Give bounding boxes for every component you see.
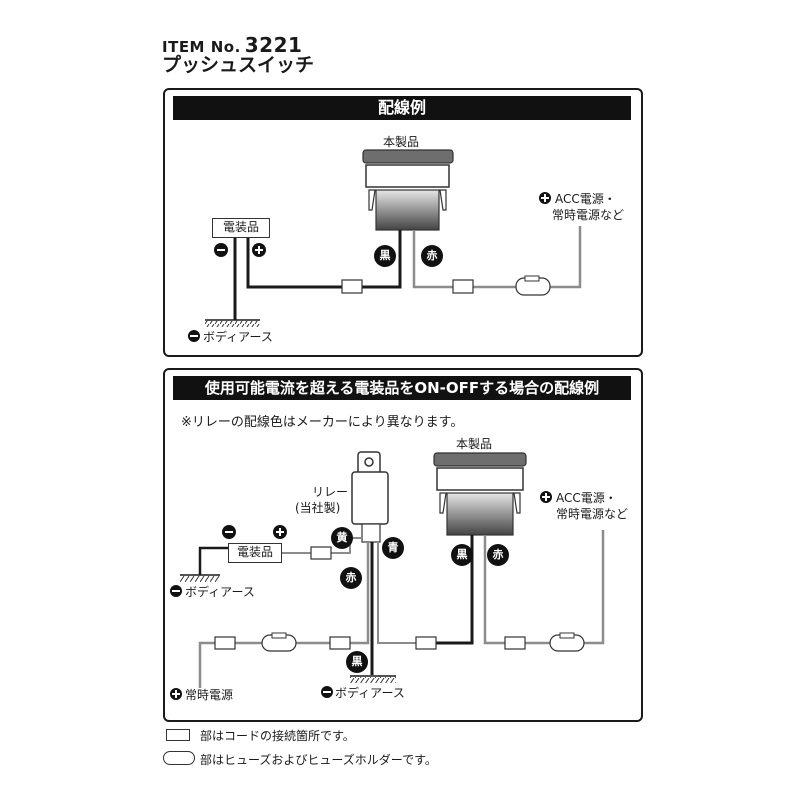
legend-fuse-text: 部はヒューズおよびヒューズホルダーです。 <box>200 753 437 767</box>
relay-maker-label: (当社製) <box>295 501 341 515</box>
legend-connector-text: 部はコードの接続箇所です。 <box>200 729 355 743</box>
constant-power-source-label: 常時電源 <box>185 688 234 702</box>
switch-product-label: 本製品 <box>456 437 493 451</box>
fuse-cap <box>271 632 287 639</box>
connector-marker <box>452 279 474 294</box>
wire-black-relay-label: 黒 <box>346 651 368 673</box>
constant-power-label: 常時電源など <box>556 507 629 521</box>
ground-symbol <box>180 574 220 582</box>
legend-fuse-symbol <box>163 751 195 765</box>
plus-icon <box>540 491 552 503</box>
minus-icon <box>321 686 333 698</box>
body-ground-label: ボディアース <box>335 686 405 700</box>
item-number: ITEM No.3221 <box>162 33 302 57</box>
wire-blue-label: 青 <box>382 537 404 559</box>
minus-icon <box>188 330 200 342</box>
ground-symbol <box>350 675 396 683</box>
plus-icon <box>273 525 287 539</box>
plus-icon <box>170 688 182 700</box>
electrical-equipment-box: 電装品 <box>228 543 282 563</box>
body-ground-label: ボディアース <box>203 330 273 344</box>
connector-marker <box>415 636 437 650</box>
electrical-equipment-box: 電装品 <box>212 218 270 238</box>
connector-marker <box>329 636 351 650</box>
item-number-value: 3221 <box>244 33 303 57</box>
fuse-cap <box>524 275 540 282</box>
wire-red-label: 赤 <box>421 245 443 267</box>
connector-marker <box>504 636 526 650</box>
relay-label: リレー <box>312 485 349 499</box>
fuse-cap <box>559 632 575 639</box>
switch-product-1 <box>362 149 454 231</box>
body-ground-label: ボディアース <box>185 585 255 599</box>
ground-symbol <box>205 319 260 327</box>
wire-red-relay-label: 赤 <box>340 567 362 589</box>
wire-yellow-label: 黄 <box>331 527 353 549</box>
plus-icon <box>539 192 551 204</box>
switch-product-2 <box>433 452 527 536</box>
relay <box>351 451 389 543</box>
wire-red-switch-label: 赤 <box>487 544 509 566</box>
wiring-example-banner: 配線例 <box>173 96 631 120</box>
acc-power-label: ACC電源・ <box>555 192 616 206</box>
legend-connector-symbol <box>166 729 190 741</box>
product-title: プッシュスイッチ <box>162 54 315 76</box>
switch-product-label: 本製品 <box>383 135 420 149</box>
minus-icon <box>222 525 236 539</box>
acc-power-label: ACC電源・ <box>556 491 617 505</box>
wire-black-switch-label: 黒 <box>451 544 473 566</box>
plus-icon <box>252 243 266 257</box>
connector-marker <box>214 636 236 650</box>
minus-icon <box>214 243 228 257</box>
item-prefix: ITEM No. <box>162 38 241 56</box>
constant-power-label: 常時電源など <box>552 208 625 222</box>
panel1-wires <box>233 226 582 320</box>
connector-marker <box>310 546 332 560</box>
minus-icon <box>170 585 182 597</box>
relay-color-note: ※リレーの配線色はメーカーにより異なります。 <box>181 415 464 430</box>
wire-black-label: 黒 <box>374 245 396 267</box>
relay-wiring-example-banner: 使用可能電流を超える電装品をON-OFFする場合の配線例 <box>173 376 631 400</box>
connector-marker <box>341 279 363 294</box>
